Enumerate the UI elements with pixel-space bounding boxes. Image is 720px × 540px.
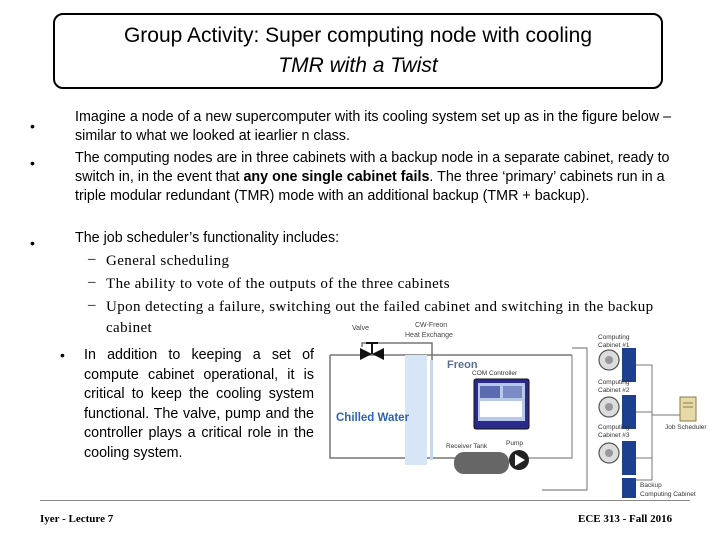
cabinet-2-label-1: Computing bbox=[598, 379, 630, 386]
pump-label: Pump bbox=[506, 440, 523, 447]
heat-exchanger-plate bbox=[430, 360, 433, 460]
bullet-3-text: The job scheduler’s functionality includ… bbox=[75, 230, 340, 246]
cabinet-3-label-2: Cabinet #3 bbox=[598, 432, 630, 439]
backup-label-1: Backup bbox=[640, 482, 662, 489]
title-line-1: Group Activity: Super computing node wit… bbox=[123, 24, 593, 47]
bullet-marker: • bbox=[30, 118, 35, 134]
freon-loop bbox=[527, 347, 588, 491]
cabinet-2: Computing Cabinet #2 bbox=[598, 379, 636, 429]
scheduler-links bbox=[636, 364, 682, 481]
chilled-water-label: Chilled Water bbox=[336, 412, 410, 424]
heat-exchange-label-1: CW-Freon bbox=[415, 322, 447, 329]
freon-label: Freon bbox=[447, 359, 478, 371]
com-controller-label: COM Controller bbox=[472, 370, 518, 377]
cabinet-1-label-1: Computing bbox=[598, 334, 630, 341]
sub-item-1: General scheduling bbox=[106, 253, 230, 269]
bullet-2-text: The computing nodes are in three cabinet… bbox=[75, 150, 670, 204]
dash-marker: – bbox=[88, 251, 96, 267]
server-icon bbox=[679, 396, 697, 422]
job-scheduler-label: Job Scheduler bbox=[665, 424, 707, 431]
bullet-marker: • bbox=[60, 347, 65, 363]
receiver-tank bbox=[454, 452, 509, 474]
backup-cabinet: Backup Computing Cabinet bbox=[622, 478, 696, 498]
cooling-diagram: Valve CW-Freon Heat Exchange Freon COM C… bbox=[329, 322, 707, 498]
receiver-tank-label: Receiver Tank bbox=[446, 443, 488, 450]
footer-divider bbox=[40, 500, 690, 501]
bullet-marker: • bbox=[30, 155, 35, 171]
bullet-4-text: In addition to keeping a set of compute … bbox=[84, 347, 314, 461]
footer-right: ECE 313 - Fall 2016 bbox=[578, 513, 673, 525]
sub-item-2: The ability to vote of the outputs of th… bbox=[106, 276, 450, 292]
valve-icon bbox=[360, 342, 384, 360]
bullet-1-text: Imagine a node of a new supercomputer wi… bbox=[75, 109, 672, 144]
dash-marker: – bbox=[88, 297, 96, 313]
bullet-marker: • bbox=[30, 235, 35, 251]
controller-display bbox=[473, 378, 530, 430]
valve-label: Valve bbox=[352, 325, 369, 332]
dash-marker: – bbox=[88, 274, 96, 290]
backup-label-2: Computing Cabinet bbox=[640, 491, 696, 498]
title-line-2: TMR with a Twist bbox=[278, 54, 438, 77]
footer-left: Iyer - Lecture 7 bbox=[40, 513, 114, 525]
cabinet-2-label-2: Cabinet #2 bbox=[598, 387, 630, 394]
title-box: Group Activity: Super computing node wit… bbox=[53, 13, 663, 89]
cabinet-1: Computing Cabinet #1 bbox=[598, 334, 636, 382]
bullet-2-bold: any one single cabinet fails bbox=[243, 169, 430, 185]
heat-exchange-label-2: Heat Exchange bbox=[405, 332, 453, 339]
water-bar bbox=[405, 355, 427, 465]
sub-item-3: Upon detecting a failure, switching out … bbox=[106, 299, 654, 336]
cabinet-3: Computing Cabinet #3 bbox=[598, 424, 636, 475]
cabinet-3-label-1: Computing bbox=[598, 424, 630, 431]
cabinet-1-label-2: Cabinet #1 bbox=[598, 342, 630, 349]
